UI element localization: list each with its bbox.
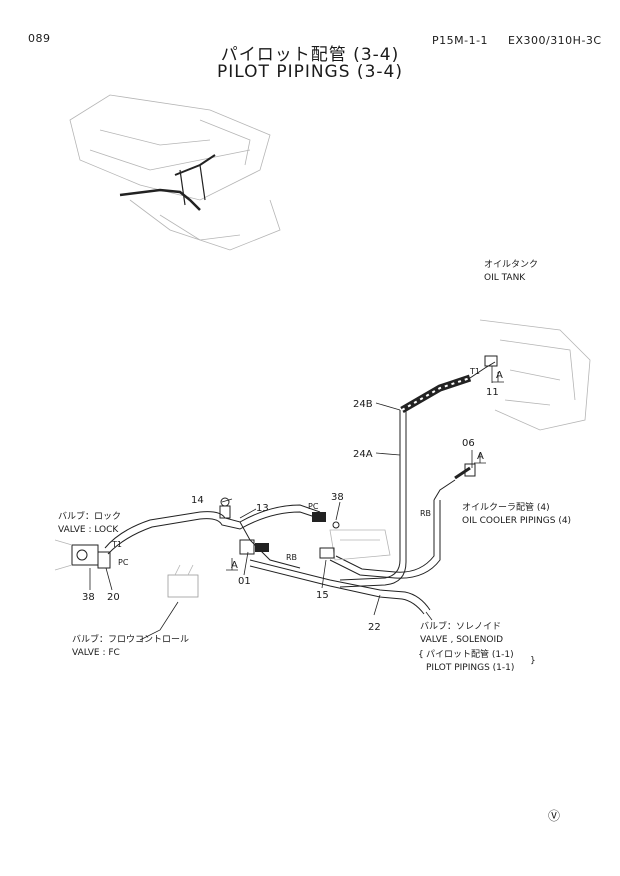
port-mark-rb-mid: RB	[286, 553, 297, 562]
port-mark-pc-top: PC	[308, 502, 319, 511]
view-a-marker-lock: A	[231, 560, 238, 571]
callout-15: 15	[316, 590, 329, 601]
valve-lock-body	[54, 539, 111, 571]
callout-38-top: 38	[331, 492, 344, 503]
footer-mark: Ⓥ	[548, 809, 560, 823]
view-a-marker-cooler: A	[477, 451, 484, 462]
callout-20: 20	[107, 592, 120, 603]
callout-22: 22	[368, 622, 381, 633]
pilot-bracket-left-1: {	[418, 650, 424, 660]
pipe-rb-right	[433, 466, 471, 501]
callout-11: 11	[486, 387, 499, 398]
valve-fc-ghost	[167, 564, 199, 598]
pilot-pipings-label-jp: パイロット配管 (1-1)	[426, 648, 514, 660]
callout-01: 01	[238, 576, 251, 587]
callout-14: 14	[191, 495, 204, 506]
pipe-24	[339, 361, 496, 588]
port-mark-t1-tank: T1	[469, 367, 480, 376]
callout-38-left: 38	[82, 592, 95, 603]
pilot-bracket-right: }	[530, 656, 536, 666]
fittings	[219, 355, 498, 559]
port-mark-t1-lock: T1	[111, 540, 122, 549]
port-mark-pc-lock: PC	[118, 558, 129, 567]
view-a-marker-tank: A	[496, 370, 503, 381]
valve-fc-label-en: VALVE : FC	[72, 648, 120, 658]
title-english: PILOT PIPINGS (3-4)	[217, 62, 403, 82]
part-code: P15M-1-1	[432, 34, 489, 47]
pipe-22	[249, 500, 441, 615]
page-number: 089	[28, 32, 51, 45]
valve-lock-label-en: VALVE : LOCK	[58, 525, 119, 535]
oil-tank-label-jp: オイルタンク	[484, 259, 538, 270]
valve-solenoid-ghost	[329, 529, 391, 561]
oil-tank-ghost	[479, 319, 591, 431]
callout-24b: 24B	[353, 399, 373, 410]
valve-solenoid-label-en: VALVE , SOLENOID	[420, 635, 503, 645]
machine-overview-sketch	[69, 94, 281, 251]
callout-13: 13	[256, 503, 269, 514]
oil-cooler-label-jp: オイルクーラ配管 (4)	[462, 501, 550, 513]
valve-fc-label-jp: バルブ：フロウコントロール	[72, 633, 189, 645]
pilot-pipings-label-en: PILOT PIPINGS (1-1)	[426, 663, 514, 673]
title-japanese: パイロット配管 (3-4)	[220, 45, 400, 65]
model-code: EX300/310H-3C	[508, 34, 602, 47]
oil-tank-label-en: OIL TANK	[484, 273, 526, 283]
valve-solenoid-label-jp: バルブ：ソレノイド	[420, 620, 501, 632]
leader-lines	[89, 366, 504, 641]
oil-cooler-label-en: OIL COOLER PIPINGS (4)	[462, 516, 571, 526]
callout-06: 06	[462, 438, 475, 449]
callout-24a: 24A	[353, 449, 373, 460]
valve-lock-label-jp: バルブ：ロック	[58, 510, 121, 522]
port-mark-rb-right: RB	[420, 509, 431, 518]
